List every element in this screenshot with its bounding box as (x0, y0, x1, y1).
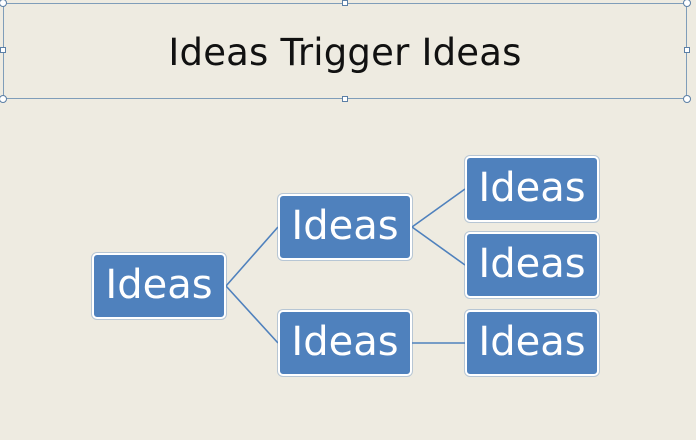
level3-node-1-label: Ideas (478, 165, 586, 211)
connector-root-to-level2-1 (225, 226, 279, 287)
level3-node-3-label: Ideas (478, 319, 586, 365)
level2-node-1[interactable]: Ideas (278, 194, 412, 260)
resize-handle-middle-left[interactable] (0, 47, 6, 53)
level2-node-2-label: Ideas (291, 319, 399, 365)
resize-handle-middle-right[interactable] (684, 47, 690, 53)
root-node-label: Ideas (105, 262, 213, 308)
resize-handle-top-left[interactable] (0, 0, 7, 7)
resize-handle-bottom-center[interactable] (342, 96, 348, 102)
connector-level2-1-to-level3-1 (411, 188, 466, 228)
level3-node-2[interactable]: Ideas (465, 232, 599, 298)
resize-handle-bottom-left[interactable] (0, 95, 7, 103)
resize-handle-top-center[interactable] (342, 0, 348, 6)
level3-node-2-label: Ideas (478, 241, 586, 287)
level3-node-3[interactable]: Ideas (465, 310, 599, 376)
resize-handle-top-right[interactable] (683, 0, 691, 7)
slide-title[interactable]: Ideas Trigger Ideas (168, 30, 522, 74)
level2-node-2[interactable]: Ideas (278, 310, 412, 376)
level3-node-1[interactable]: Ideas (465, 156, 599, 222)
connector-root-to-level2-2 (225, 285, 279, 344)
root-node[interactable]: Ideas (92, 253, 226, 319)
connector-level2-1-to-level3-2 (411, 226, 466, 266)
resize-handle-bottom-right[interactable] (683, 95, 691, 103)
level2-node-1-label: Ideas (291, 203, 399, 249)
